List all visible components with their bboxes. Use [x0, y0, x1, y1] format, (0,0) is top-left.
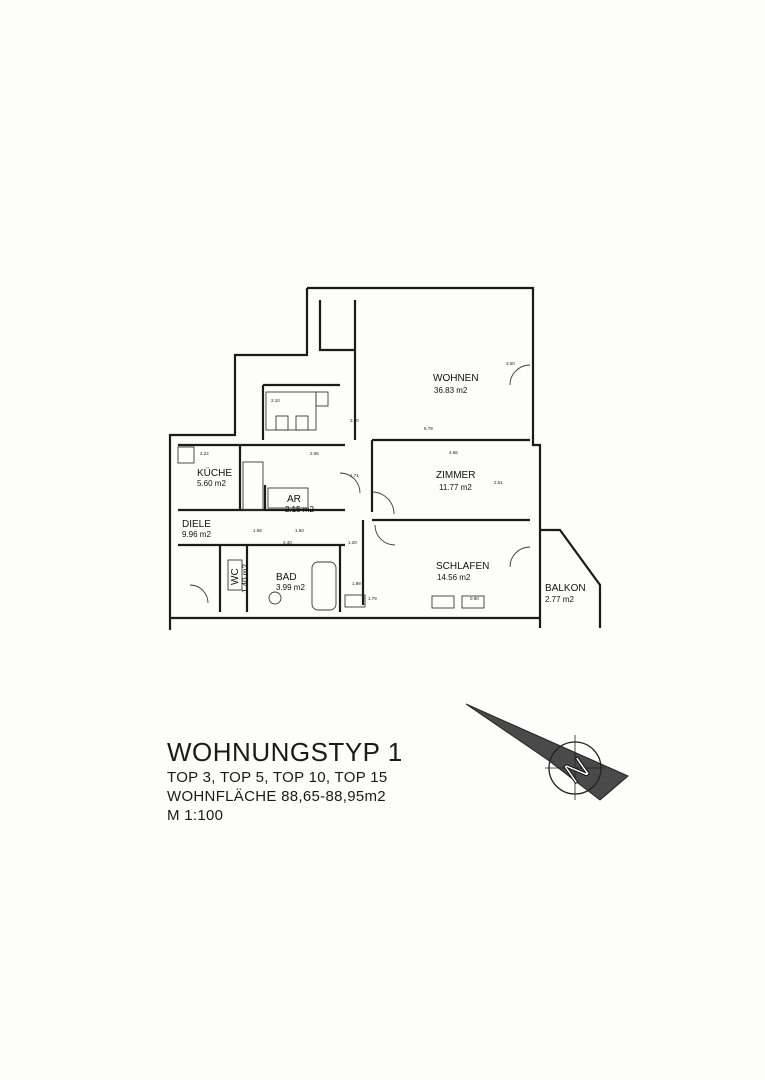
north-arrow: N: [465, 703, 629, 801]
room-label-wohnen: WOHNEN: [433, 373, 479, 384]
inner-wall: [318, 300, 357, 440]
exterior-wall-left: [168, 288, 309, 630]
room-label-zimmer: ZIMMER: [436, 470, 475, 481]
room-area-wc: 1.40 m2: [241, 564, 250, 593]
dimension-label: 1.58: [253, 528, 262, 533]
dimension-label: 2.40: [283, 540, 292, 545]
chair: [295, 415, 309, 431]
room-label-balkon: BALKON: [545, 583, 586, 594]
dimension-label: 0.90: [470, 596, 479, 601]
dimension-label: 6.79: [424, 426, 433, 431]
plan-title-block: WOHNUNGSTYP 1 TOP 3, TOP 5, TOP 10, TOP …: [167, 737, 403, 825]
chair: [315, 391, 329, 407]
table: [265, 391, 317, 431]
washbasin: [268, 591, 282, 605]
chair: [275, 415, 289, 431]
living-area: WOHNFLÄCHE 88,65-88,95m2: [167, 788, 386, 805]
dimension-label: 1.71: [350, 473, 359, 478]
room-label-wc: WC: [230, 568, 241, 585]
room-label-ar: AR: [287, 494, 301, 505]
dimension-label: 1.50: [295, 528, 304, 533]
storage-shelf: [267, 487, 309, 509]
room-area-kueche: 5.60 m2: [197, 479, 226, 488]
bed-pillow: [461, 595, 485, 609]
door-arc: [509, 546, 531, 568]
dimension-label: 2.22: [200, 451, 209, 456]
toilet: [227, 559, 243, 591]
door-arc: [374, 524, 396, 546]
bathtub: [311, 561, 337, 611]
dimension-label: 2.06: [310, 451, 319, 456]
apartment-numbers: TOP 3, TOP 5, TOP 10, TOP 15: [167, 769, 388, 786]
dimension-label: 2.51: [494, 480, 503, 485]
room-label-schlafen: SCHLAFEN: [436, 561, 489, 572]
room-label-bad: BAD: [276, 572, 297, 583]
room-area-ar: 2.15 m2: [285, 505, 314, 514]
dimension-label: 3.00: [350, 418, 359, 423]
kitchen-cabinet: [242, 461, 264, 511]
room-area-wohnen: 36.83 m2: [434, 386, 468, 395]
dimension-label: 2.10: [271, 398, 280, 403]
stove: [177, 446, 195, 464]
door-arc: [339, 472, 361, 494]
door-arc: [371, 491, 395, 515]
door-arc: [509, 364, 531, 386]
exterior-wall: [307, 286, 542, 628]
room-area-bad: 3.99 m2: [276, 583, 305, 592]
plan-title: WOHNUNGSTYP 1: [167, 737, 403, 767]
dimension-label: 1.20: [348, 540, 357, 545]
balkon-outline: [540, 528, 602, 628]
dimension-label: 1.88: [352, 581, 361, 586]
room-area-diele: 9.96 m2: [182, 530, 211, 539]
room-area-balkon: 2.77 m2: [545, 595, 574, 604]
room-area-zimmer: 11.77 m2: [439, 483, 472, 492]
dimension-label: 4.66: [449, 450, 458, 455]
room-area-schlafen: 14.56 m2: [437, 573, 471, 582]
dimension-label: 3.50: [506, 361, 515, 366]
room-label-diele: DIELE: [182, 519, 211, 530]
bed-pillow: [431, 595, 455, 609]
room-label-kueche: KÜCHE: [197, 467, 232, 479]
scale: M 1:100: [167, 807, 224, 824]
nightstand: [344, 594, 366, 608]
dimension-label: 1.79: [368, 596, 377, 601]
door-arc: [189, 584, 209, 604]
